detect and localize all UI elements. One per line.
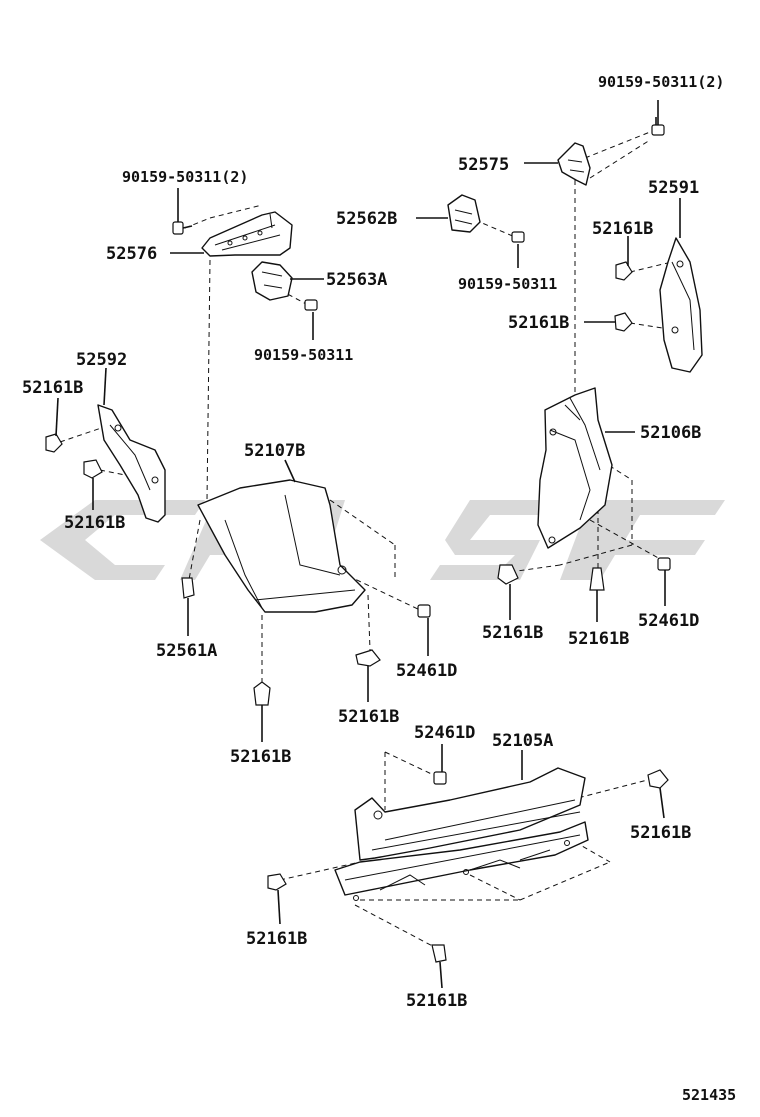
fasteners	[45, 117, 671, 963]
bolt-icon	[433, 771, 447, 785]
clip-icon	[614, 312, 633, 332]
bolt-icon	[651, 117, 665, 136]
label-52161B-c1: 52161B	[338, 707, 399, 727]
label-52461D-r: 52461D	[638, 611, 699, 631]
label-52591: 52591	[648, 178, 699, 198]
part-52575-bracket	[557, 142, 591, 186]
label-52561A: 52561A	[156, 641, 217, 661]
clip-icon	[253, 681, 271, 706]
label-52161B-l2: 52161B	[64, 513, 125, 533]
label-52161B-r2: 52161B	[508, 313, 569, 333]
part-52106B-corner-cover	[537, 387, 613, 549]
label-52161B-l1: 52161B	[22, 378, 83, 398]
part-52563A-bracket	[251, 261, 293, 301]
label-90159-50311-2-right: 90159-50311(2)	[598, 73, 724, 91]
part-52107B-corner-cover	[197, 479, 366, 613]
clip-icon	[647, 769, 669, 789]
clip-icon	[589, 567, 605, 591]
part-labels: 90159-50311(2) 52576 52563A 90159-50311 …	[22, 73, 736, 1104]
label-90159-50311-2-left: 90159-50311(2)	[122, 168, 248, 186]
clip-icon	[83, 459, 103, 479]
watermark-stroke-1	[40, 500, 205, 580]
label-90159-50311-a: 90159-50311	[254, 346, 353, 364]
clip-icon	[497, 564, 519, 585]
watermark-stroke-5	[560, 500, 725, 580]
label-52161B-r1: 52161B	[592, 219, 653, 239]
label-52161B-b3: 52161B	[406, 991, 467, 1011]
label-52576: 52576	[106, 244, 157, 264]
part-52592-side-panel	[97, 404, 166, 523]
bolt-icon	[172, 221, 193, 235]
label-52161B-b2: 52161B	[246, 929, 307, 949]
label-52461D-c: 52461D	[396, 661, 457, 681]
label-52461D-b: 52461D	[414, 723, 475, 743]
watermark	[40, 500, 725, 580]
label-52161B-rc1: 52161B	[482, 623, 543, 643]
clip-icon	[615, 261, 633, 281]
label-52105A: 52105A	[492, 731, 553, 751]
watermark-stroke-4	[430, 500, 560, 580]
label-52161B-rc2: 52161B	[568, 629, 629, 649]
assembly-lines	[59, 131, 681, 951]
part-52562B-bracket	[447, 194, 481, 233]
label-52106B: 52106B	[640, 423, 701, 443]
label-52563A: 52563A	[326, 270, 387, 290]
bolt-icon	[417, 604, 431, 618]
bolt-icon	[657, 557, 671, 571]
part-52576-bracket	[201, 211, 293, 257]
clip-icon	[431, 944, 447, 963]
part-52105A-bumper	[334, 767, 589, 901]
bolt-icon	[511, 231, 525, 243]
footer-code: 521435	[682, 1086, 736, 1104]
clip-icon	[355, 649, 381, 667]
label-52107B: 52107B	[244, 441, 305, 461]
bolt-icon	[304, 299, 318, 311]
clip-icon	[45, 433, 63, 453]
part-52591-side-panel	[659, 237, 703, 373]
clip-icon	[267, 873, 287, 891]
label-52592: 52592	[76, 350, 127, 370]
clip-icon	[181, 577, 195, 599]
label-52575: 52575	[458, 155, 509, 175]
label-52562B: 52562B	[336, 209, 397, 229]
leader-lines	[55, 100, 681, 989]
label-52161B-c2: 52161B	[230, 747, 291, 767]
label-90159-50311-b: 90159-50311	[458, 275, 557, 293]
label-52161B-b1: 52161B	[630, 823, 691, 843]
